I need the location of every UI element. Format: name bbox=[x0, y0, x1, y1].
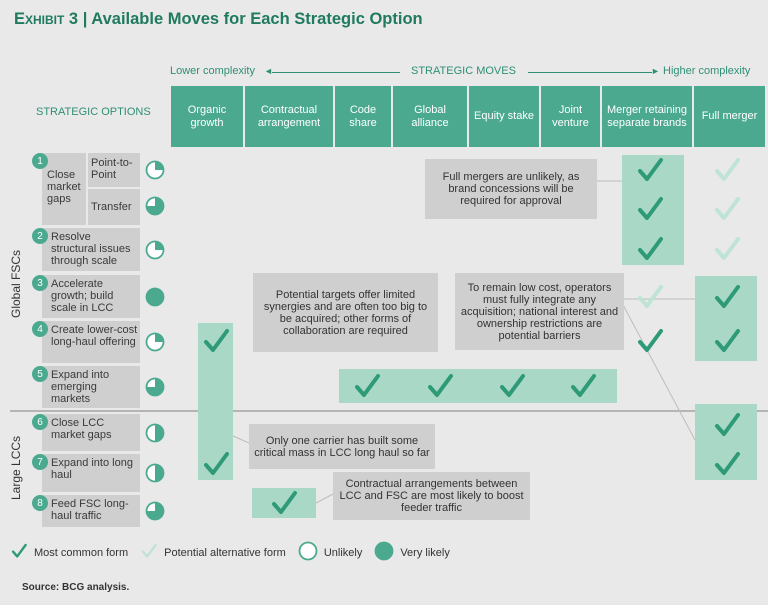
option-sub-label: Point-to-Point bbox=[88, 153, 140, 187]
option-number-badge: 2 bbox=[32, 228, 48, 244]
arrow-left-icon: ◄ bbox=[264, 66, 273, 76]
strategic-options-label: STRATEGIC OPTIONS bbox=[36, 106, 151, 118]
option-label: Resolve structural issues through scale bbox=[42, 228, 140, 271]
legend-unlikely: Unlikely bbox=[323, 546, 363, 559]
check-icon bbox=[269, 488, 299, 523]
axis-higher-label: Higher complexity bbox=[663, 65, 751, 77]
column-header: Joint venture bbox=[541, 86, 600, 147]
likelihood-harvey-ball-icon bbox=[145, 423, 165, 448]
option-number-badge: 5 bbox=[32, 366, 48, 382]
option-label: Close market gaps bbox=[42, 153, 86, 225]
check-icon bbox=[497, 371, 527, 406]
title-text: Available Moves for Each Strategic Optio… bbox=[91, 10, 423, 28]
legend-alternative: Potential alternative form bbox=[164, 546, 286, 559]
check-icon bbox=[568, 371, 598, 406]
callout-contractual: Contractual arrangements between LCC and… bbox=[333, 472, 530, 520]
option-number-badge: 1 bbox=[32, 153, 48, 169]
likelihood-harvey-ball-icon bbox=[145, 501, 165, 526]
axis-arrow-right bbox=[528, 72, 652, 73]
axis-lower-label: Lower complexity bbox=[170, 65, 255, 77]
group-divider bbox=[10, 410, 768, 412]
column-header: Contractual arrangement bbox=[245, 86, 333, 147]
option-number-badge: 8 bbox=[32, 495, 48, 511]
column-header: Full merger bbox=[694, 86, 765, 147]
option-number-badge: 4 bbox=[32, 321, 48, 337]
check-icon bbox=[712, 410, 742, 445]
column-header: Merger retaining separate brands bbox=[602, 86, 692, 147]
connector-line bbox=[315, 493, 334, 504]
callout-one-carrier: Only one carrier has built some critical… bbox=[249, 424, 435, 469]
axis-arrow-left bbox=[272, 72, 400, 73]
check-dark-icon bbox=[10, 542, 28, 563]
option-number-badge: 6 bbox=[32, 414, 48, 430]
axis-center-label: STRATEGIC MOVES bbox=[411, 65, 516, 77]
callout-full-merger: Full mergers are unlikely, as brand conc… bbox=[425, 159, 597, 219]
callout-low-cost: To remain low cost, operators must fully… bbox=[455, 273, 624, 350]
arrow-right-icon: ► bbox=[651, 66, 660, 76]
check-icon bbox=[712, 282, 742, 317]
option-number-badge: 3 bbox=[32, 275, 48, 291]
option-number-badge: 7 bbox=[32, 454, 48, 470]
highlight-box bbox=[339, 369, 617, 403]
check-icon bbox=[635, 234, 665, 269]
connector-line bbox=[621, 302, 696, 441]
check-icon bbox=[425, 371, 455, 406]
highlight-box bbox=[252, 488, 316, 518]
check-icon bbox=[635, 155, 665, 190]
check-icon bbox=[635, 326, 665, 361]
check-icon bbox=[712, 326, 742, 361]
legend: Most common form Potential alternative f… bbox=[10, 541, 450, 564]
option-label: Close LCC market gaps bbox=[42, 414, 140, 451]
legend-very-likely: Very likely bbox=[400, 546, 450, 559]
check-light-icon bbox=[712, 155, 742, 190]
source-note: Source: BCG analysis. bbox=[22, 582, 130, 593]
full-circle-icon bbox=[374, 541, 394, 564]
check-light-icon bbox=[635, 282, 665, 317]
likelihood-harvey-ball-icon bbox=[145, 196, 165, 221]
check-light-icon bbox=[712, 234, 742, 269]
column-header: Code share bbox=[335, 86, 391, 147]
check-icon bbox=[201, 326, 231, 361]
check-light-icon bbox=[140, 542, 158, 563]
column-header: Equity stake bbox=[469, 86, 539, 147]
likelihood-harvey-ball-icon bbox=[145, 332, 165, 357]
option-sub-label: Transfer bbox=[88, 189, 140, 225]
empty-circle-icon bbox=[298, 541, 318, 564]
connector-line bbox=[232, 435, 250, 444]
check-icon bbox=[352, 371, 382, 406]
callout-targets: Potential targets offer limited synergie… bbox=[253, 273, 438, 352]
exhibit-number: Exhibit 3 bbox=[14, 10, 79, 28]
check-icon bbox=[712, 449, 742, 484]
exhibit-title: Exhibit 3 | Available Moves for Each Str… bbox=[14, 10, 423, 28]
option-label: Accelerate growth; build scale in LCC bbox=[42, 275, 140, 318]
likelihood-harvey-ball-icon bbox=[145, 240, 165, 265]
likelihood-harvey-ball-icon bbox=[145, 463, 165, 488]
option-label: Expand into long haul bbox=[42, 454, 140, 492]
check-light-icon bbox=[712, 194, 742, 229]
option-label: Feed FSC long-haul traffic bbox=[42, 495, 140, 527]
column-header: Organic growth bbox=[171, 86, 243, 147]
check-icon bbox=[201, 449, 231, 484]
likelihood-harvey-ball-icon bbox=[145, 377, 165, 402]
check-icon bbox=[635, 194, 665, 229]
column-header: Global alliance bbox=[393, 86, 467, 147]
legend-most-common: Most common form bbox=[34, 546, 129, 559]
option-label: Create lower-cost long-haul offering bbox=[42, 321, 140, 363]
option-label: Expand into emerging markets bbox=[42, 366, 140, 408]
likelihood-harvey-ball-icon bbox=[145, 160, 165, 185]
likelihood-harvey-ball-icon bbox=[145, 287, 165, 312]
